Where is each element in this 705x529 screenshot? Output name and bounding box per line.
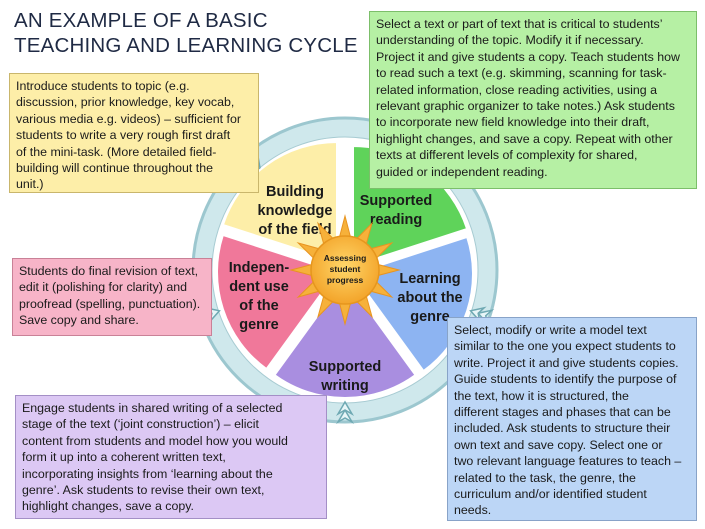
note-line: building will continue throughout the [16, 161, 214, 176]
note-line: Select, modify or write a model text [454, 323, 647, 337]
assessment-sun-icon [289, 214, 401, 326]
segment-label: reading [370, 212, 422, 228]
segment-label: Indepen- [229, 260, 290, 276]
note-line: form it up into a coherent written text, [22, 450, 226, 465]
cycle-arrow-icon [335, 400, 355, 425]
note-line: Introduce students to topic (e.g. [16, 79, 190, 93]
segment-label: Building [266, 184, 324, 200]
center-label-line: student [330, 264, 361, 274]
note-line: own text and save copy. Select one or [454, 437, 663, 452]
note-line: Guide students to identify the purpose o… [454, 372, 677, 387]
note-line: various media e.g. videos) – sufficient … [16, 111, 241, 126]
page-title: AN EXAMPLE OF A BASIC TEACHING AND LEARN… [14, 8, 374, 58]
segment-label: Supported [360, 193, 433, 209]
segment-label: of the [239, 298, 278, 314]
note-line: similar to the one you expect students t… [454, 339, 676, 354]
note-line: the text, how it is structured, the [454, 388, 629, 403]
note-line: to read such a text (e.g. skimming, scan… [376, 66, 667, 81]
note-line: highlight changes, save a copy. [22, 499, 194, 514]
independent-use-note: Students do final revision of text, edit… [12, 258, 212, 336]
note-line: students to write a very rough first dra… [16, 128, 231, 143]
note-line: write. Project it and give students copi… [454, 355, 679, 370]
segment-building-knowledge [221, 140, 338, 264]
note-line: understanding of the topic. Modify it if… [376, 33, 644, 48]
note-line: to incorporate new field knowledge into … [376, 115, 650, 130]
note-line: Save copy and share. [19, 313, 139, 328]
note-line: incorporating insights from ‘learning ab… [22, 466, 273, 481]
note-line: different stages and phases that can be [454, 405, 671, 420]
note-line: related information, close reading activ… [376, 82, 658, 97]
note-line: highlight changes, and save a copy. Repe… [376, 131, 673, 146]
segment-label: dent use [229, 279, 289, 295]
segment-label: Supported [309, 359, 382, 375]
supported-reading-note: Select a text or part of text that is cr… [369, 11, 697, 189]
sun-disc [310, 235, 380, 305]
note-line: edit it (polishing for clarity) and [19, 280, 188, 295]
note-line: relevant graphic organizer to take notes… [376, 99, 675, 114]
segment-label: genre [239, 317, 279, 333]
note-line: genre’. Ask students to revise their own… [22, 483, 265, 498]
note-line: discussion, prior knowledge, key vocab, [16, 95, 235, 110]
note-line: curriculum and/or identified student [454, 487, 647, 502]
segment-label: of the field [258, 222, 331, 238]
segment-supported-writing [273, 276, 417, 399]
title-line: AN EXAMPLE OF A BASIC [14, 9, 268, 32]
learning-about-genre-note: Select, modify or write a model text sim… [447, 317, 697, 521]
note-line: guided or independent reading. [376, 164, 548, 179]
note-line: related to the task, the genre, the [454, 470, 636, 485]
supported-writing-note: Engage students in shared writing of a s… [15, 395, 327, 519]
note-line: included. Ask students to structure thei… [454, 421, 671, 436]
note-line: proofread (spelling, punctuation). [19, 296, 201, 311]
note-line: texts at different levels of complexity … [376, 148, 638, 163]
building-knowledge-note: Introduce students to topic (e.g. discus… [9, 73, 259, 193]
segment-label: about the [397, 290, 462, 306]
note-line: needs. [454, 503, 492, 518]
note-line: two relevant language features to teach … [454, 454, 682, 469]
note-line: Select a text or part of text that is cr… [376, 17, 663, 31]
note-line: Students do final revision of text, [19, 264, 199, 278]
note-line: of the mini-task. (More detailed field- [16, 144, 217, 159]
note-line: unit.) [16, 177, 44, 192]
segment-label: knowledge [258, 203, 333, 219]
note-line: stage of the text (‘joint construction’)… [22, 417, 259, 432]
note-line: Engage students in shared writing of a s… [22, 401, 283, 415]
note-line: content from students and model how you … [22, 433, 288, 448]
center-label-line: progress [327, 275, 364, 285]
segment-label: writing [320, 378, 369, 394]
segment-label: genre [410, 309, 450, 325]
note-line: Project it and give students a copy. Tea… [376, 49, 680, 64]
title-line: TEACHING AND LEARNING CYCLE [14, 34, 358, 57]
center-label-line: Assessing [324, 253, 367, 263]
segment-label: Learning [399, 271, 460, 287]
